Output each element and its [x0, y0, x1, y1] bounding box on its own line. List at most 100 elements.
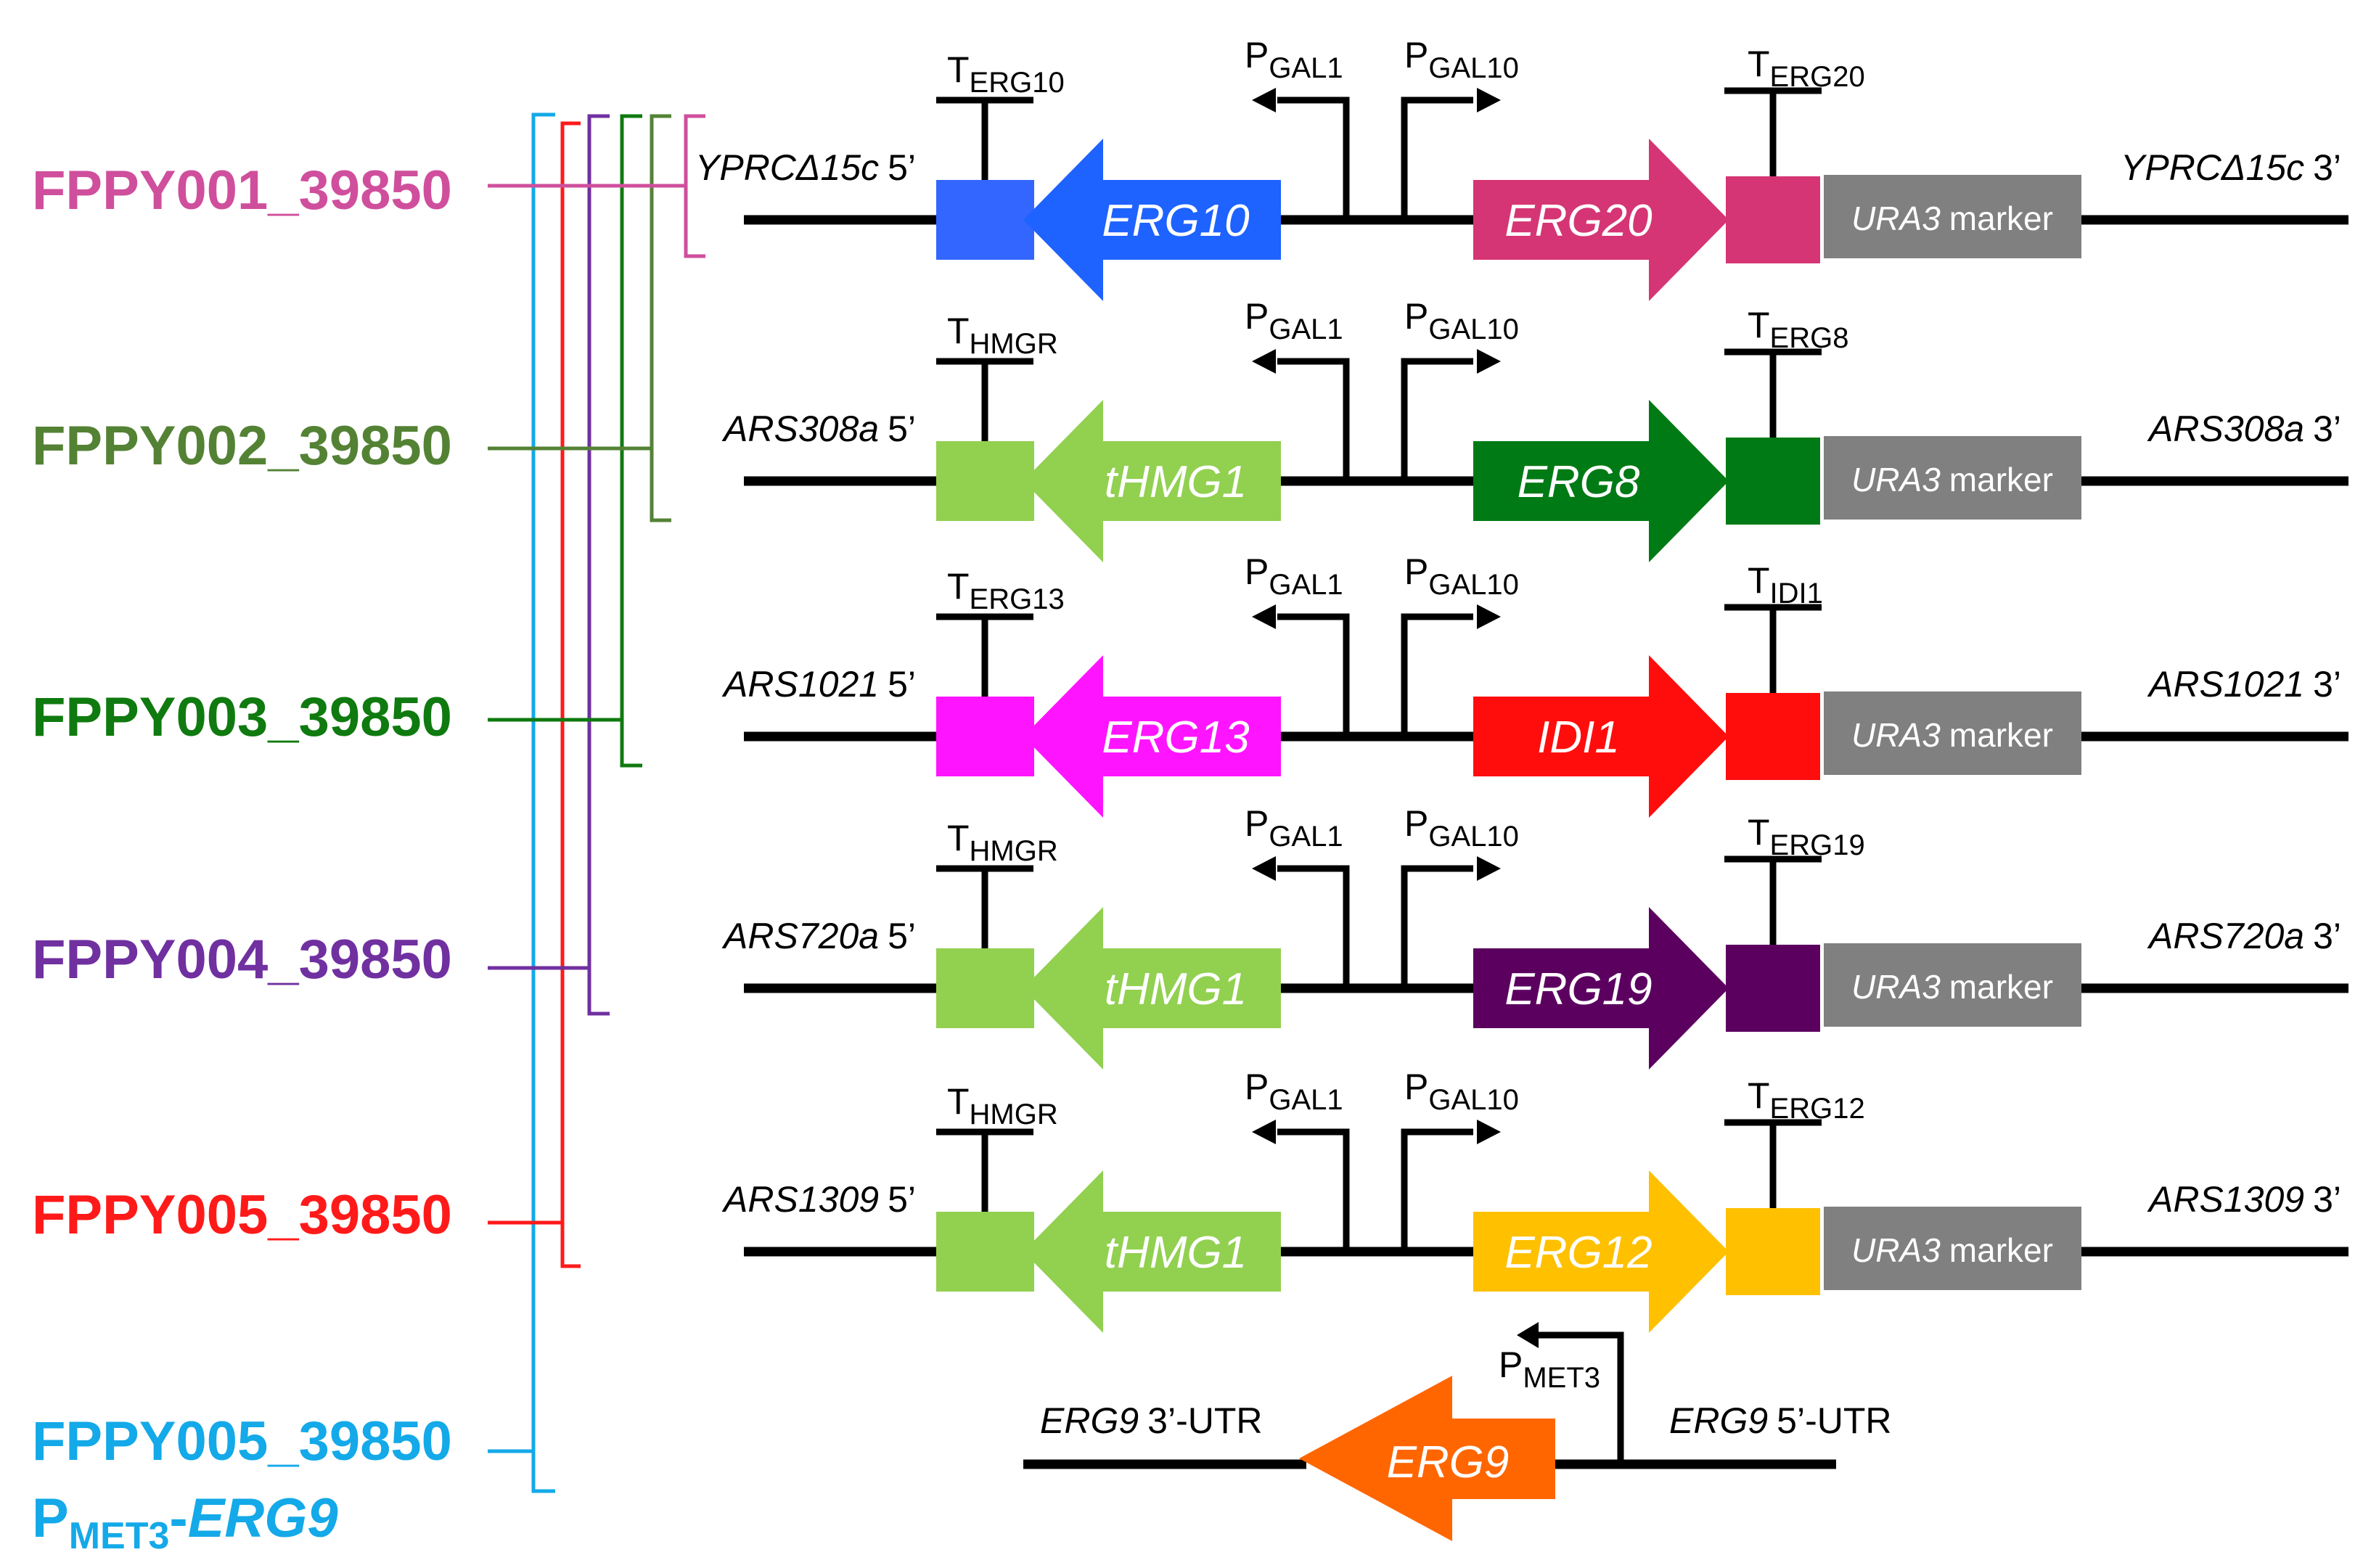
- erg9-5utr-gene: ERG9: [1669, 1400, 1768, 1441]
- terminator-left-box: [936, 697, 1034, 776]
- marker-word: marker: [1949, 461, 2053, 498]
- terminator-left-main: T: [947, 818, 970, 858]
- terminator-left-sub: HMGR: [970, 328, 1058, 360]
- terminator-left-main: T: [947, 49, 970, 90]
- terminator-right-sub: IDI1: [1770, 578, 1823, 609]
- promoter-gal10-main: P: [1404, 803, 1428, 844]
- site-left-name: YPRCΔ15c: [695, 147, 879, 188]
- promoter-gal10-symbol: [1401, 358, 1473, 481]
- site-left-name: ARS1021: [721, 664, 879, 705]
- gene-right-label: ERG20: [1504, 196, 1652, 246]
- met3-p-sub: MET3: [1523, 1362, 1600, 1394]
- promoter-gal10-sub: GAL10: [1428, 1084, 1519, 1116]
- gene-right-arrow: [1473, 907, 1729, 1070]
- met3-promoter-arrowhead: [1517, 1322, 1539, 1348]
- terminator-left-label: THMGR: [947, 1081, 1058, 1130]
- terminator-left-box: [936, 948, 1034, 1028]
- promoter-gal1-symbol: [1277, 613, 1350, 736]
- promoter-gal10-symbol: [1401, 1128, 1473, 1252]
- promoter-gal1-label: PGAL1: [1245, 296, 1343, 345]
- promoter-gal1-sub: GAL1: [1269, 313, 1343, 345]
- terminator-left-label: THMGR: [947, 818, 1058, 867]
- site-left-end: 5’: [888, 916, 916, 956]
- gene-left-arrow: [1023, 139, 1281, 301]
- terminator-right-label: TERG19: [1748, 812, 1865, 861]
- promoter-gal1-main: P: [1245, 296, 1269, 337]
- strain-label-fppy002: FPPY002_39850: [32, 415, 452, 477]
- promoter-gal1-sub: GAL1: [1269, 569, 1343, 601]
- site-left-name: ARS720a: [721, 916, 879, 956]
- gene-left-label: tHMG1: [1105, 457, 1247, 507]
- promoter-gal10-label: PGAL10: [1404, 803, 1519, 853]
- met3-p-main: P: [1499, 1345, 1523, 1385]
- bracket-fppy005: [488, 121, 581, 1268]
- gene-right-arrow: [1473, 655, 1729, 818]
- promoter-gal1-symbol: [1277, 1128, 1350, 1252]
- gene-left-arrow: [1023, 400, 1281, 562]
- terminator-left-main: T: [947, 1081, 970, 1122]
- marker-word: marker: [1949, 200, 2053, 237]
- marker-gene: URA3: [1851, 200, 1941, 237]
- promoter-gal1-arrowhead: [1252, 856, 1276, 881]
- strain-label-fppy003: FPPY003_39850: [32, 686, 452, 748]
- terminator-right-label: TERG8: [1748, 305, 1848, 354]
- gene-left-label: tHMG1: [1105, 964, 1247, 1014]
- terminator-right-sub: ERG20: [1770, 61, 1865, 93]
- promoter-gal1-arrowhead: [1252, 1120, 1276, 1144]
- met3-promoter-symbol: [1531, 1331, 1624, 1464]
- terminator-left-sub: HMGR: [970, 835, 1058, 867]
- site-right-end: 3’: [2313, 147, 2341, 188]
- promoter-gal10-label: PGAL10: [1404, 296, 1519, 345]
- site-right-end: 3’: [2313, 1179, 2341, 1220]
- bracket-fppy005-met3: [488, 112, 555, 1493]
- terminator-right-box: [1726, 1208, 1820, 1295]
- promoter-gal1-main: P: [1245, 551, 1269, 592]
- terminator-right-main: T: [1748, 812, 1770, 853]
- promoter-gal1-main: P: [1245, 1067, 1269, 1107]
- promoter-gal10-main: P: [1404, 1067, 1428, 1107]
- ura3-marker-box: [1824, 943, 2081, 1027]
- promoter-gal10-label: PGAL10: [1404, 1067, 1519, 1116]
- site-right-end: 3’: [2313, 409, 2341, 449]
- terminator-left-sub: ERG13: [970, 583, 1065, 615]
- erg9-5utr-text: 5’-UTR: [1777, 1400, 1891, 1441]
- marker-word: marker: [1949, 716, 2053, 754]
- gene-right-arrow: [1473, 400, 1729, 562]
- ura3-marker-box: [1824, 691, 2081, 775]
- strain-label-fppy005: FPPY005_39850: [32, 1184, 452, 1246]
- marker-word: marker: [1949, 968, 2053, 1006]
- met3-promoter-label: PMET3: [1499, 1345, 1600, 1394]
- terminator-left-sub: HMGR: [970, 1099, 1058, 1130]
- promoter-gal10-symbol: [1401, 865, 1473, 988]
- promoter-gal1-label: PGAL1: [1245, 551, 1343, 601]
- strain-label-met3-erg9: PMET3-ERG9: [32, 1487, 338, 1557]
- gene-right-arrow: [1473, 139, 1729, 301]
- promoter-gal10-arrowhead: [1477, 88, 1501, 112]
- terminator-right-main: T: [1748, 305, 1770, 345]
- erg9-gene-arrow: [1299, 1376, 1555, 1541]
- gene-right-label: IDI1: [1537, 713, 1620, 763]
- promoter-gal1-symbol: [1277, 358, 1350, 481]
- site-left-name: ARS1309: [721, 1179, 879, 1220]
- gene-left-arrow: [1023, 1170, 1281, 1333]
- site-right-end: 3’: [2313, 664, 2341, 705]
- promoter-gal1-label: PGAL1: [1245, 803, 1343, 853]
- terminator-left-box: [936, 1212, 1034, 1292]
- terminator-right-box: [1726, 438, 1820, 525]
- promoter-gal10-main: P: [1404, 35, 1428, 75]
- terminator-left-label: TERG10: [947, 49, 1065, 99]
